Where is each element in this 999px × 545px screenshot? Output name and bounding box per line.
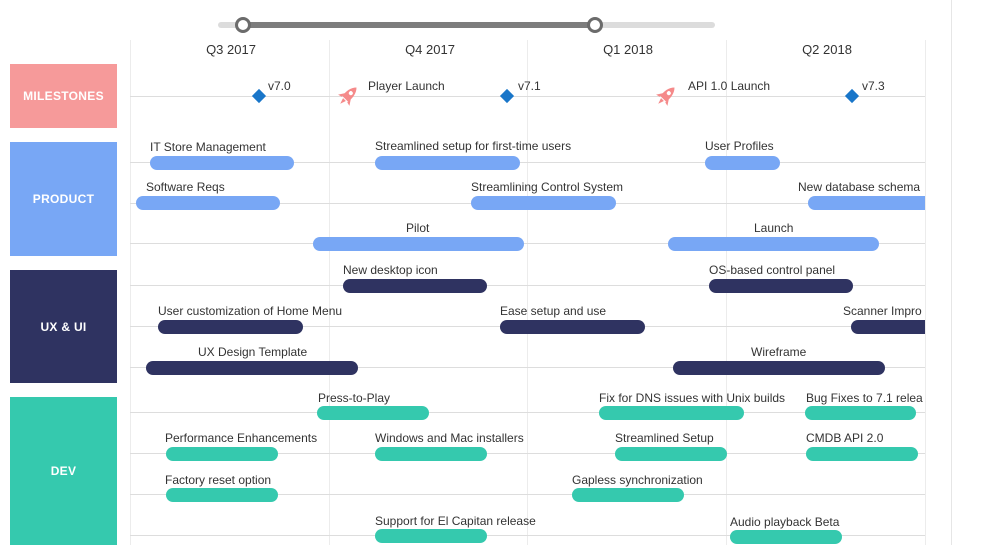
roadmap-bar[interactable] <box>668 237 879 251</box>
lane-header-dev: DEV <box>10 397 117 545</box>
lane-header-ux-ui: UX & UI <box>10 270 117 383</box>
roadmap-bar[interactable] <box>146 361 358 375</box>
rocket-icon[interactable] <box>652 82 680 110</box>
item-label: User Profiles <box>705 139 774 153</box>
item-label: Streamlined Setup <box>615 431 714 445</box>
roadmap-bar[interactable] <box>730 530 842 544</box>
item-label: Press-to-Play <box>318 391 391 405</box>
grid-line <box>329 40 330 545</box>
item-label: Streamlining Control System <box>471 180 624 194</box>
milestone-diamond-icon[interactable] <box>844 88 860 104</box>
panel-divider <box>951 0 952 545</box>
item-label: Scanner Impro <box>843 304 922 318</box>
item-label: Bug Fixes to 7.1 relea <box>806 391 923 405</box>
roadmap-bar[interactable] <box>136 196 280 210</box>
timeline-scrubber-range[interactable] <box>242 22 594 28</box>
item-label: OS-based control panel <box>709 263 836 277</box>
item-label: Streamlined setup for first-time users <box>375 139 572 153</box>
milestone-label: v7.0 <box>268 79 291 93</box>
item-label: Gapless synchronization <box>572 473 703 487</box>
roadmap-bar[interactable] <box>805 406 916 420</box>
item-label: New desktop icon <box>343 263 438 277</box>
item-label: Software Reqs <box>146 180 225 194</box>
roadmap-bar[interactable] <box>500 320 645 334</box>
roadmap-bar[interactable] <box>851 320 925 334</box>
item-label: Launch <box>754 221 794 235</box>
item-label: Support for El Capitan release <box>375 514 536 528</box>
row-line <box>130 367 925 368</box>
roadmap-bar[interactable] <box>166 488 278 502</box>
milestone-label: API 1.0 Launch <box>688 79 771 93</box>
item-label: Ease setup and use <box>500 304 607 318</box>
roadmap-bar[interactable] <box>375 447 487 461</box>
lane-header-milestones: MILESTONES <box>10 64 117 128</box>
row-line <box>130 535 925 536</box>
item-label: Performance Enhancements <box>165 431 318 445</box>
roadmap-bar[interactable] <box>673 361 885 375</box>
roadmap-bar[interactable] <box>705 156 780 170</box>
roadmap-bar[interactable] <box>808 196 925 210</box>
item-label: Windows and Mac installers <box>375 431 524 445</box>
timeline-scrubber-end-handle[interactable] <box>587 17 603 33</box>
item-label: CMDB API 2.0 <box>806 431 884 445</box>
roadmap-bar[interactable] <box>313 237 524 251</box>
timeline-scrubber-start-handle[interactable] <box>235 17 251 33</box>
roadmap-bar[interactable] <box>572 488 684 502</box>
roadmap-bar[interactable] <box>599 406 744 420</box>
roadmap-bar[interactable] <box>150 156 294 170</box>
milestone-label: v7.3 <box>862 79 885 93</box>
roadmap-bar[interactable] <box>615 447 727 461</box>
item-label: IT Store Management <box>150 140 266 154</box>
roadmap-bar[interactable] <box>375 529 487 543</box>
row-line <box>130 243 925 244</box>
lane-header-product: PRODUCT <box>10 142 117 256</box>
row-line <box>130 96 925 97</box>
quarter-header: Q1 2018 <box>603 42 653 57</box>
item-label: Factory reset option <box>165 473 272 487</box>
roadmap-bar[interactable] <box>375 156 520 170</box>
roadmap-bar[interactable] <box>806 447 918 461</box>
quarter-header: Q3 2017 <box>206 42 256 57</box>
roadmap-bar[interactable] <box>471 196 616 210</box>
quarter-header: Q4 2017 <box>405 42 455 57</box>
row-line <box>130 412 925 413</box>
milestone-label: v7.1 <box>518 79 541 93</box>
item-label: Audio playback Beta <box>730 515 840 529</box>
roadmap-bar[interactable] <box>317 406 429 420</box>
row-line <box>130 494 925 495</box>
item-label: User customization of Home Menu <box>158 304 343 318</box>
row-line <box>130 162 925 163</box>
row-line <box>130 285 925 286</box>
item-label: UX Design Template <box>198 345 308 359</box>
quarter-header: Q2 2018 <box>802 42 852 57</box>
item-label: New database schema <box>798 180 921 194</box>
milestone-diamond-icon[interactable] <box>251 88 267 104</box>
roadmap-bar[interactable] <box>343 279 487 293</box>
item-label: Pilot <box>406 221 430 235</box>
milestone-diamond-icon[interactable] <box>499 88 515 104</box>
item-label: Wireframe <box>751 345 807 359</box>
roadmap-bar[interactable] <box>709 279 853 293</box>
milestone-label: Player Launch <box>368 79 445 93</box>
roadmap-bar[interactable] <box>166 447 278 461</box>
roadmap-bar[interactable] <box>158 320 303 334</box>
row-line <box>130 453 925 454</box>
item-label: Fix for DNS issues with Unix builds <box>599 391 786 405</box>
rocket-icon[interactable] <box>334 82 362 110</box>
grid-line <box>527 40 528 545</box>
grid-line <box>925 40 926 545</box>
grid-line <box>130 40 131 545</box>
